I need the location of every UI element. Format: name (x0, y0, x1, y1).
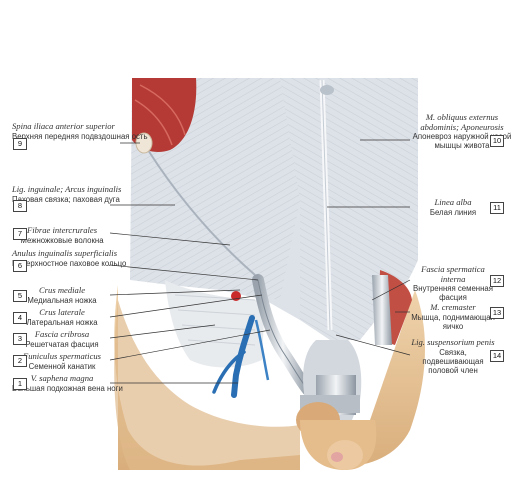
callout-10: 10 (490, 135, 504, 147)
saphenous-vein (212, 315, 270, 398)
callout-13: 13 (490, 307, 504, 319)
label-v-saphena-magna: V. saphena magna Большая подкожная вена … (12, 373, 123, 393)
label-funiculus-spermaticus: Funiculus spermaticus Семенной канатик (22, 351, 102, 371)
callout-3: 3 (13, 333, 27, 345)
callout-14: 14 (490, 350, 504, 362)
label-linea-alba: Linea alba Белая линия (429, 197, 477, 217)
label-m-cremaster: M. cremaster Мышца, поднимающая яичко (411, 302, 495, 331)
iliac-muscle (132, 78, 197, 154)
callout-2: 2 (13, 355, 27, 367)
penis (296, 340, 377, 470)
callout-9: 9 (13, 138, 27, 150)
callout-1: 1 (13, 378, 27, 390)
label-anulus-inguinalis: Anulus inguinalis superficialis Поверхно… (12, 248, 127, 268)
label-lig-suspensorium: Lig. suspensorium penis Связка, подвешив… (411, 337, 495, 375)
callout-8: 8 (13, 200, 27, 212)
fascia-cribrosa-area (165, 280, 265, 368)
label-lig-inguinale: Lig. inguinale; Arcus inguinalis Паховая… (12, 184, 122, 204)
callout-4: 4 (13, 312, 27, 324)
label-spina-iliaca: Spina iliaca anterior superior Верхняя п… (12, 121, 148, 141)
callout-5: 5 (13, 290, 27, 302)
callout-12: 12 (490, 275, 504, 287)
label-fascia-cribrosa: Fascia cribrosa Решетчатая фасция (25, 329, 99, 349)
callout-6: 6 (13, 260, 27, 272)
label-crus-mediale: Crus mediale Медиальная ножка (27, 285, 97, 305)
leader-lines (109, 139, 411, 384)
callout-11: 11 (490, 202, 504, 214)
callout-7: 7 (13, 228, 27, 240)
label-fascia-spermatica: Fascia spermatica interna Внутренняя сем… (413, 264, 493, 303)
thighs-skin (114, 285, 426, 470)
label-fibrae-intercrurales: Fibrae intercrurales Межножковые волокна (20, 225, 104, 245)
label-m-obliquus: M. obliquus externus abdominis; Aponeuro… (412, 112, 512, 151)
label-crus-laterale: Crus laterale Латеральная ножка (26, 307, 98, 327)
aponeurosis-sheet (130, 78, 418, 340)
